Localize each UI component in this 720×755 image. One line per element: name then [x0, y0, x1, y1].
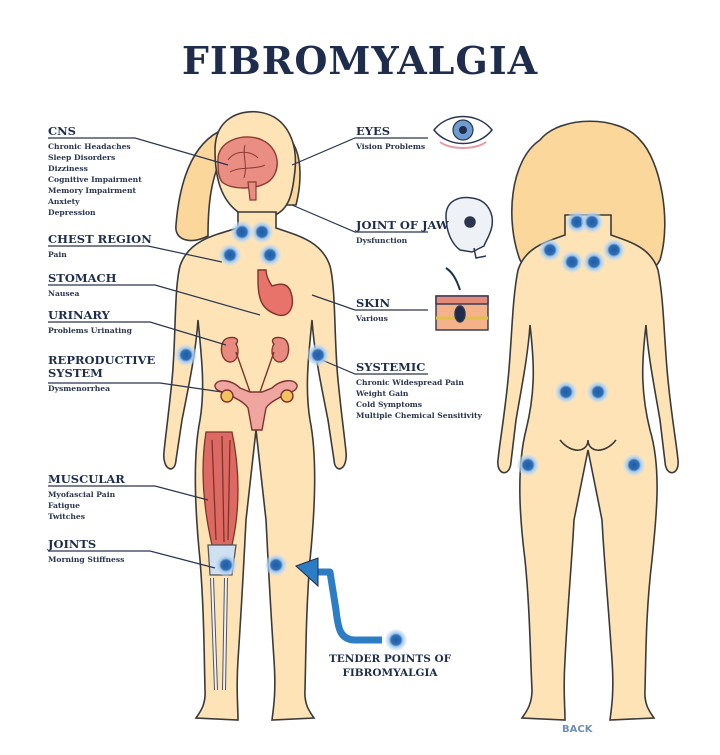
- label-eyes: EYES Vision Problems: [356, 125, 425, 152]
- back-body: [497, 120, 679, 721]
- label-joints: JOINTS Morning Stiffness: [48, 538, 124, 565]
- tender-points-layer: [175, 211, 645, 651]
- tender-point: [561, 251, 583, 273]
- label-urinary: URINARY Problems Urinating: [48, 309, 132, 336]
- brain-organ: [217, 136, 278, 201]
- eye-icon: [433, 115, 493, 149]
- front-torso: [163, 211, 347, 721]
- connector-lines: [48, 137, 428, 569]
- tender-point: [385, 629, 407, 651]
- label-joints-items: Morning Stiffness: [48, 555, 125, 564]
- label-skin-items: Various: [356, 314, 388, 323]
- back-view-label: BACK: [562, 724, 593, 735]
- tender-point: [231, 221, 253, 243]
- label-chest-items: Pain: [48, 250, 67, 259]
- label-reproductive-heading: REPRODUCTIVE SYSTEM: [48, 353, 156, 380]
- tender-point: [587, 381, 609, 403]
- leg-muscles: [202, 431, 239, 691]
- stomach-organ: [257, 269, 294, 317]
- label-stomach: STOMACH Nausea: [48, 272, 117, 299]
- label-systemic-heading: SYSTEMIC: [356, 360, 426, 374]
- tender-point: [175, 344, 197, 366]
- tender-arrow: [318, 568, 382, 644]
- label-reproductive: REPRODUCTIVE SYSTEM Dysmenorrhea: [48, 354, 155, 394]
- back-torso: [497, 214, 679, 721]
- label-joints-heading: JOINTS: [48, 537, 97, 551]
- tender-point: [555, 381, 577, 403]
- label-reproductive-items: Dysmenorrhea: [48, 384, 110, 393]
- tender-point: [259, 244, 281, 266]
- uterus-organ: [214, 380, 298, 431]
- label-muscular-items: Myofascial Pain Fatigue Twitches: [48, 490, 116, 521]
- label-jaw-heading: JOINT OF JAW: [356, 218, 449, 232]
- label-cns-heading: CNS: [48, 124, 76, 138]
- tender-point: [219, 244, 241, 266]
- label-urinary-heading: URINARY: [48, 308, 110, 322]
- label-urinary-items: Problems Urinating: [48, 326, 132, 335]
- tender-point: [603, 239, 625, 261]
- tender-point: [539, 239, 561, 261]
- label-stomach-items: Nausea: [48, 289, 80, 298]
- kidneys-organ: [220, 336, 290, 393]
- front-hair: [175, 130, 221, 242]
- tender-points-label: TENDER POINTS OF FIBROMYALGIA: [328, 653, 452, 679]
- label-cns-items: Chronic Headaches Sleep Disorders Dizzin…: [48, 142, 142, 217]
- tender-point: [581, 211, 603, 233]
- skull-icon: [445, 196, 494, 259]
- label-stomach-heading: STOMACH: [48, 271, 117, 285]
- page-title: FIBROMYALGIA: [181, 38, 539, 83]
- tender-point: [623, 454, 645, 476]
- label-eyes-items: Vision Problems: [356, 142, 426, 151]
- label-systemic: SYSTEMIC Chronic Widespread Pain Weight …: [356, 361, 482, 421]
- label-skin: SKIN Various: [356, 297, 390, 324]
- label-muscular: MUSCULAR Myofascial Pain Fatigue Twitche…: [48, 473, 125, 522]
- skin-icon: [435, 267, 489, 331]
- tender-point: [517, 454, 539, 476]
- label-cns: CNS Chronic Headaches Sleep Disorders Di…: [48, 125, 142, 218]
- tender-point: [251, 221, 273, 243]
- label-jaw: JOINT OF JAW Dysfunction: [356, 219, 449, 246]
- label-eyes-heading: EYES: [356, 124, 391, 138]
- label-systemic-items: Chronic Widespread Pain Weight Gain Cold…: [356, 378, 482, 420]
- tender-point: [215, 554, 237, 576]
- label-muscular-heading: MUSCULAR: [48, 472, 125, 486]
- label-chest-heading: CHEST REGION: [48, 232, 152, 246]
- label-jaw-items: Dysfunction: [356, 236, 408, 245]
- tender-point: [265, 554, 287, 576]
- tender-point: [583, 251, 605, 273]
- tender-point: [307, 344, 329, 366]
- label-skin-heading: SKIN: [356, 296, 391, 310]
- label-chest: CHEST REGION Pain: [48, 233, 152, 260]
- front-body: [163, 110, 347, 721]
